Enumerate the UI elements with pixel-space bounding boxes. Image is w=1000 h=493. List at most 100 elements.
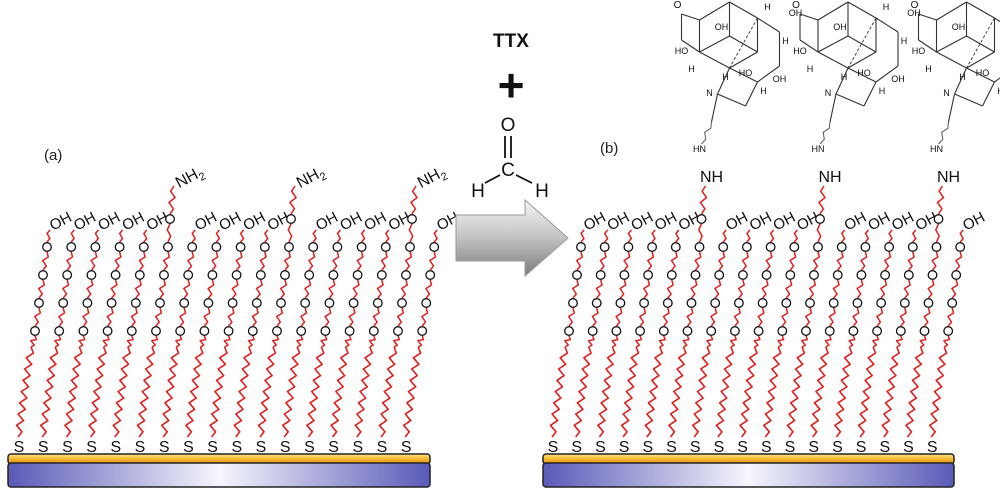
amine-group: NH2 (173, 163, 208, 194)
terminal-link (959, 229, 965, 243)
glycol-link (78, 335, 86, 348)
glycol-link (235, 251, 243, 271)
terminal-link (674, 229, 680, 243)
cage-bond (729, 35, 758, 53)
sulfur-atom: S (619, 439, 630, 456)
oh-label-lower: OH (773, 74, 787, 84)
ether-oxygen (356, 242, 367, 252)
oh-label-right: OH (789, 8, 803, 18)
glycol-link (114, 251, 122, 271)
hydroxyl-group: OH (889, 209, 917, 235)
glycol-link (372, 307, 380, 327)
ether-oxygen (895, 326, 906, 336)
ether-oxygen (30, 326, 40, 336)
ether-oxygen (639, 298, 650, 308)
alkyl-chain (39, 346, 59, 438)
glycol-link (666, 279, 674, 299)
glycol-link (58, 307, 66, 327)
glycol-link (332, 251, 340, 271)
cage-bond (817, 51, 849, 69)
ether-oxygen (255, 270, 266, 280)
ether-oxygen (90, 242, 101, 252)
amine-group: NH2 (415, 163, 450, 194)
ether-oxygen (718, 242, 729, 252)
hydroxyl-group: OH (313, 209, 341, 235)
hydroxyl-group: OH (605, 209, 633, 235)
cage-bond (717, 93, 746, 107)
ether-oxygen (34, 298, 44, 308)
ether-oxygen (183, 270, 194, 280)
ether-oxygen (259, 242, 270, 252)
chain-11: SNH (785, 169, 842, 456)
amine-link (288, 185, 298, 215)
hydroxyl-group: OH (119, 209, 147, 235)
terminal-link (215, 229, 221, 243)
sulfur-atom: S (548, 439, 559, 456)
formaldehyde-h-right: H (535, 181, 549, 202)
hydroxyl-group: OH (71, 209, 99, 235)
sulfur-atom: S (135, 439, 146, 456)
ether-oxygen (106, 298, 117, 308)
cage-bond (799, 13, 819, 21)
glycol-link (575, 251, 584, 271)
glycol-link (179, 307, 187, 327)
guanidine-bond (710, 93, 719, 123)
alkyl-chain (620, 346, 640, 438)
ether-oxygen (658, 326, 669, 336)
ether-oxygen (923, 298, 934, 308)
alkyl-chain (306, 346, 325, 438)
cage-bond-dashed (966, 17, 995, 69)
glycol-link (781, 307, 789, 327)
ether-oxygen (332, 242, 343, 252)
ether-oxygen (235, 242, 246, 252)
ether-oxygen (619, 270, 630, 280)
alkyl-chain (881, 346, 900, 438)
alkyl-chain (644, 346, 663, 438)
ether-oxygen (66, 242, 77, 252)
alkyl-chain (597, 346, 616, 438)
cage-bond (745, 81, 758, 107)
ether-oxygen (62, 270, 73, 280)
ether-oxygen (187, 242, 198, 252)
sulfur-atom: S (159, 439, 170, 456)
glycol-link (308, 251, 316, 271)
ttx-link (701, 121, 712, 145)
glycol-link (765, 251, 773, 271)
sulfur-atom: S (14, 439, 25, 456)
cage-bond (757, 65, 780, 83)
ether-oxygen (943, 326, 954, 336)
glycol-link (670, 251, 678, 271)
ether-oxygen (126, 326, 137, 336)
carbonyl-o-label: O (674, 0, 682, 11)
alkyl-chain (668, 346, 687, 438)
glycol-link (785, 279, 793, 299)
ether-oxygen (690, 270, 701, 280)
ether-oxygen (272, 326, 282, 336)
ether-oxygen (591, 298, 602, 308)
hydroxyl-group: OH (723, 209, 751, 235)
sulfur-atom: S (927, 439, 938, 456)
chain-12: SOH (808, 209, 869, 456)
glycol-link (824, 335, 832, 348)
glycol-link (804, 307, 813, 327)
terminal-link (888, 229, 893, 243)
hydroxyl-group: OH (95, 209, 123, 235)
glycol-link (400, 279, 409, 299)
ether-oxygen (231, 270, 242, 280)
alkyl-chain (233, 346, 252, 438)
ether-oxygen (753, 326, 764, 336)
hydroxyl-group: OH (652, 209, 680, 235)
sulfur-atom: S (714, 439, 725, 456)
glycol-link (686, 307, 694, 327)
hydroxyl-group: OH (47, 209, 75, 235)
ether-oxygen (615, 298, 626, 308)
ether-oxygen (801, 326, 811, 336)
glycol-link (130, 307, 138, 327)
ether-oxygen (401, 270, 411, 280)
hydroxyl-group: OH (216, 209, 244, 235)
terminal-link (433, 229, 439, 243)
cage-bond (966, 51, 995, 69)
cage-bond (918, 39, 937, 53)
ch-bond-right (515, 174, 533, 184)
